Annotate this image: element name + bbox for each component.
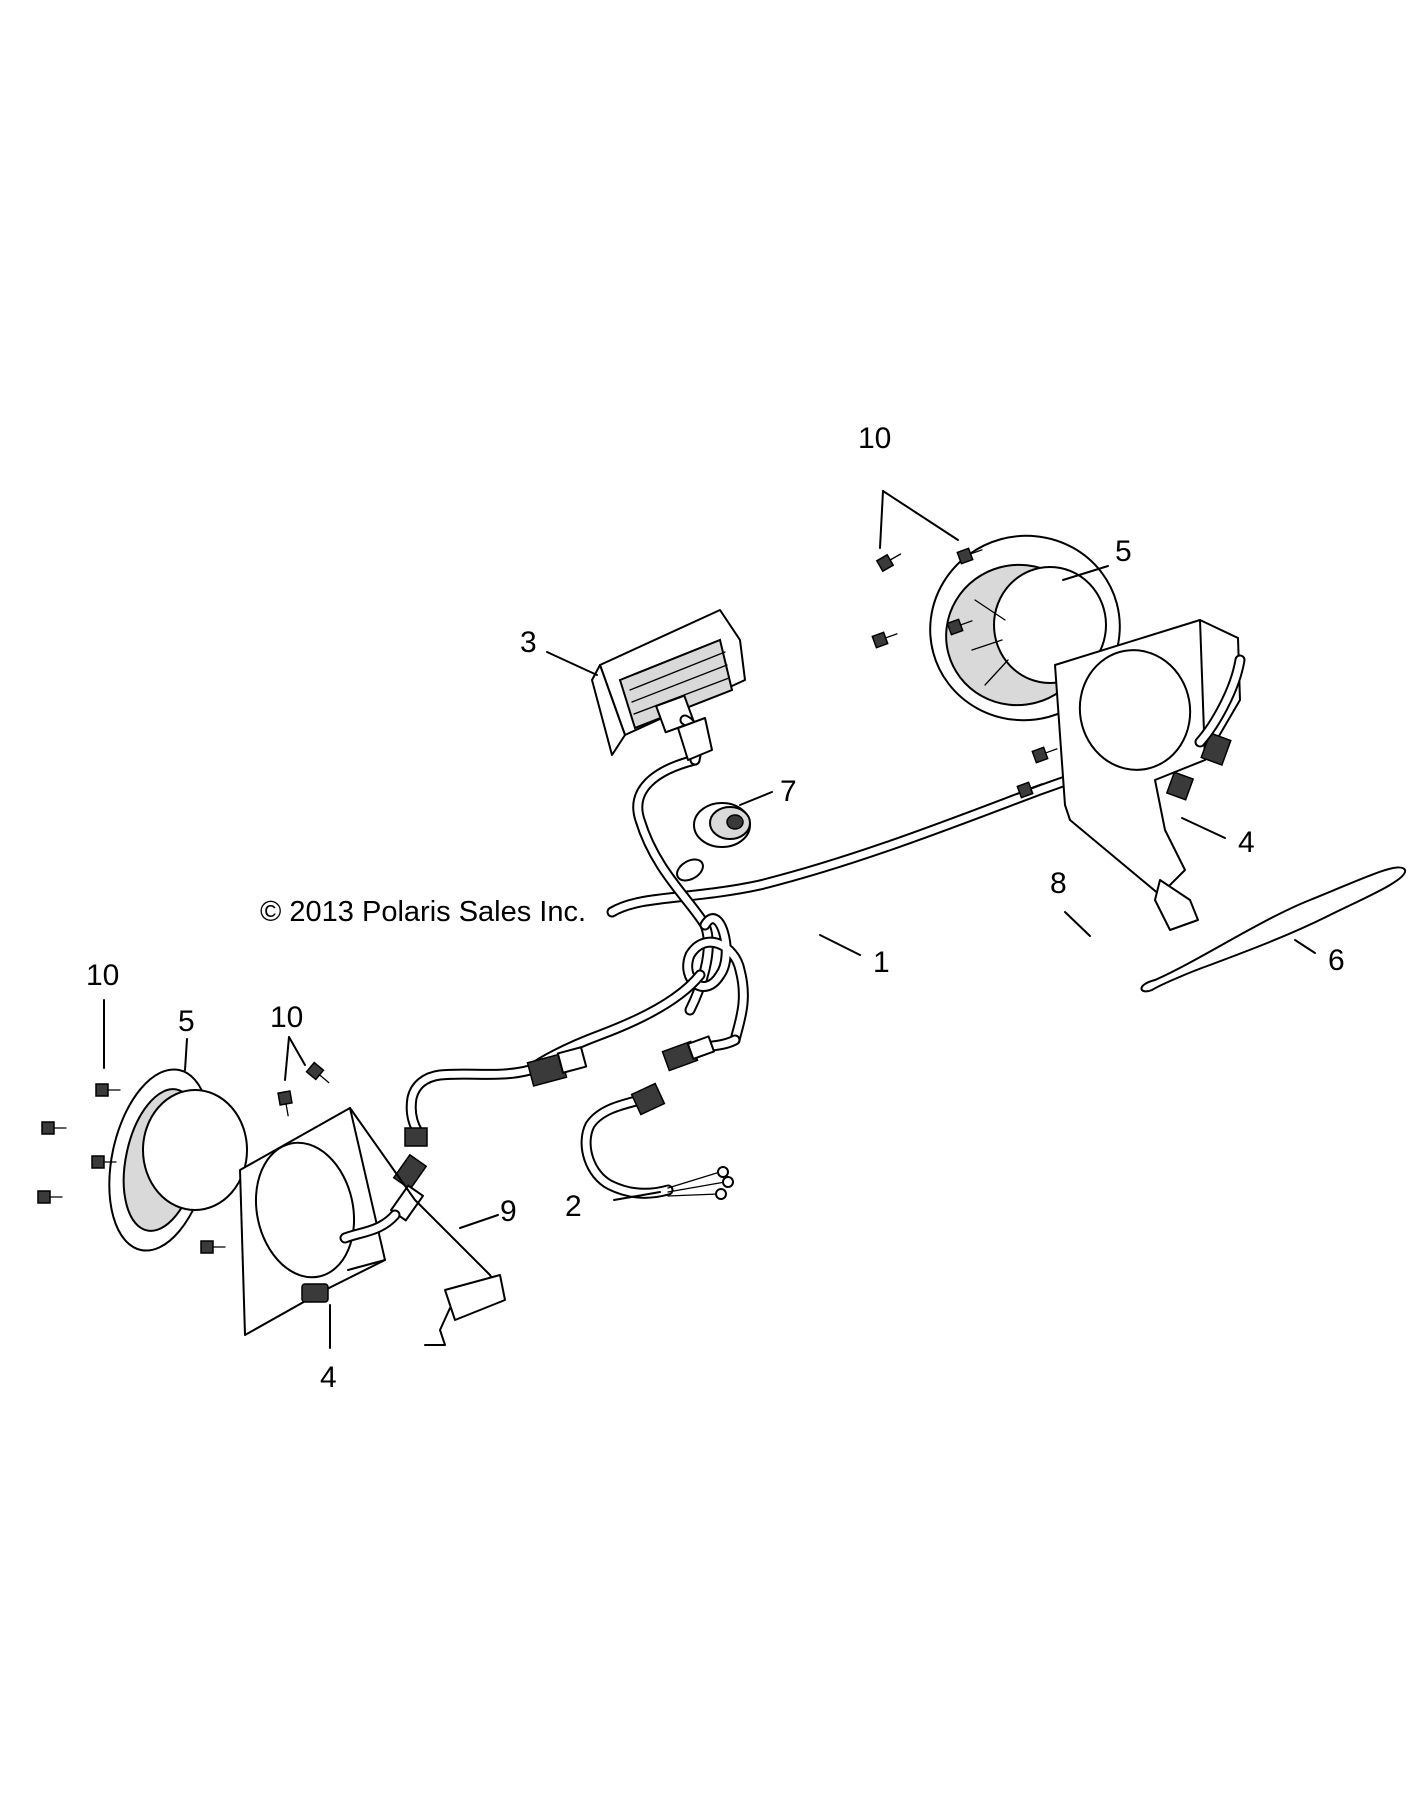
- radio-unit: [591, 609, 746, 766]
- callout-10-left-mid: 10: [270, 1001, 303, 1034]
- callout-7: 7: [780, 775, 797, 808]
- callout-4-left: 4: [320, 1361, 337, 1394]
- pad-strip: [1140, 866, 1406, 993]
- bracket-left: [239, 1107, 506, 1346]
- callout-1: 1: [873, 946, 890, 979]
- callout-4-right: 4: [1238, 826, 1255, 859]
- callout-10-top: 10: [858, 422, 891, 455]
- callout-8: 8: [1050, 867, 1067, 900]
- screws: [37, 547, 1058, 1254]
- bracket-right: [1054, 619, 1246, 931]
- callout-10-left-upper: 10: [86, 959, 119, 992]
- callout-2: 2: [565, 1190, 582, 1223]
- callout-9: 9: [500, 1195, 517, 1228]
- copyright-notice: © 2013 Polaris Sales Inc.: [260, 896, 586, 928]
- speaker-left: [108, 1068, 248, 1252]
- callout-5-left: 5: [178, 1005, 195, 1038]
- callout-6: 6: [1328, 944, 1345, 977]
- callout-5-right: 5: [1115, 535, 1132, 568]
- callout-3: 3: [520, 626, 537, 659]
- pigtail-harness: [580, 1082, 734, 1200]
- aux-jack: [676, 802, 751, 882]
- leader-lines: [103, 490, 1316, 1349]
